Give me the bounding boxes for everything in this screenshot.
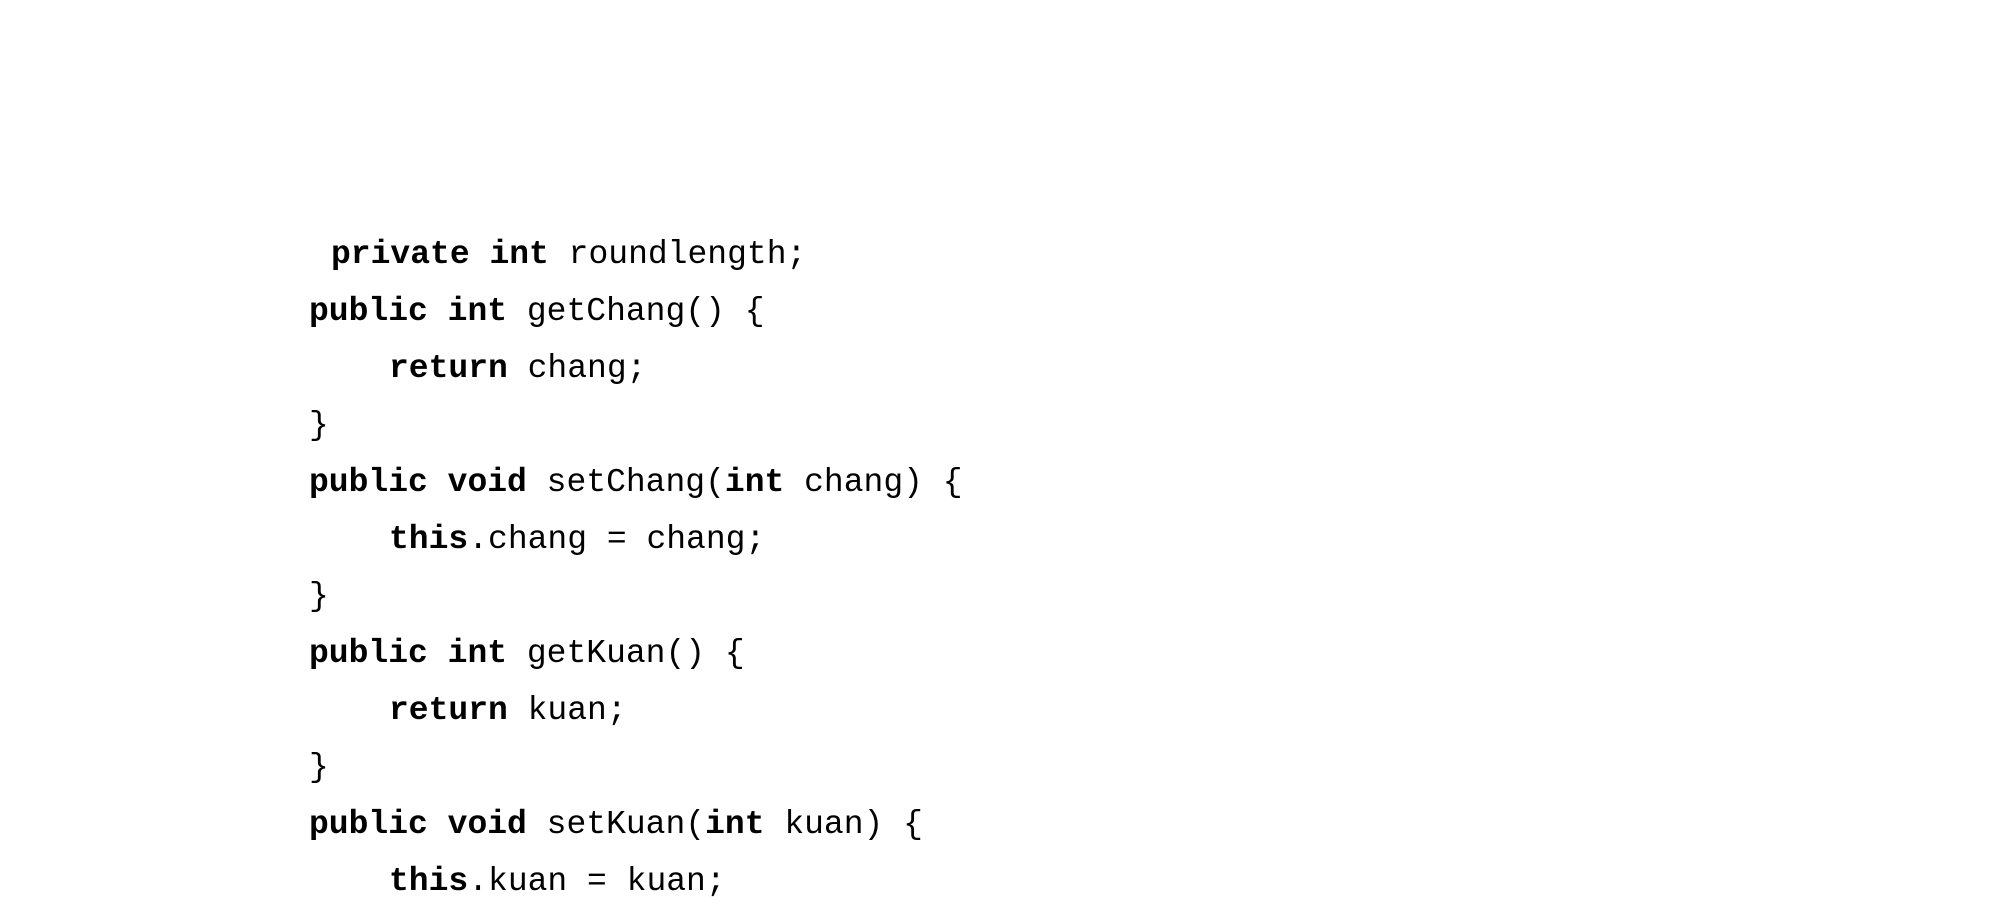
code-line: public int getChang() { [309, 283, 963, 340]
code-text: } [309, 578, 329, 615]
code-text: chang; [507, 350, 647, 387]
code-text: } [309, 749, 329, 786]
code-line: this.chang = chang; [309, 511, 963, 568]
code-text [470, 236, 490, 273]
code-line: this.kuan = kuan; [309, 853, 963, 910]
code-keyword: return [389, 692, 508, 729]
code-keyword: void [447, 806, 527, 843]
code-keyword: int [447, 293, 508, 330]
code-text: .chang = chang; [468, 521, 766, 558]
code-line: public int getKuan() { [309, 625, 963, 682]
code-keyword: void [447, 464, 527, 501]
code-line: } [309, 568, 963, 625]
code-text [428, 464, 448, 501]
code-keyword: this [389, 521, 469, 558]
code-text [428, 806, 448, 843]
code-text: } [309, 407, 329, 444]
code-text: roundlength; [548, 236, 807, 273]
code-line: public void setChang(int chang) { [309, 454, 963, 511]
code-line: private int roundlength; [309, 226, 963, 283]
code-keyword: public [309, 635, 428, 672]
code-text [428, 635, 448, 672]
code-keyword: int [489, 236, 549, 273]
code-text: kuan) { [764, 806, 923, 843]
code-line: public void setKuan(int kuan) { [309, 796, 963, 853]
code-keyword: public [309, 806, 428, 843]
code-text: .kuan = kuan; [468, 863, 726, 900]
code-keyword: this [389, 863, 469, 900]
code-text: getChang() { [507, 293, 765, 330]
code-keyword: private [331, 236, 470, 273]
code-text [428, 293, 448, 330]
code-keyword: int [724, 464, 785, 501]
code-keyword: public [309, 293, 428, 330]
code-keyword: public [309, 464, 428, 501]
code-text: chang) { [784, 464, 963, 501]
code-keyword: int [705, 806, 765, 843]
code-line: } [309, 397, 963, 454]
code-line: return kuan; [309, 682, 963, 739]
code-keyword: int [447, 635, 508, 672]
code-text: setKuan( [526, 806, 706, 843]
code-keyword: return [389, 350, 508, 387]
code-line: } [309, 739, 963, 796]
code-line: return chang; [309, 340, 963, 397]
code-block: private int roundlength;public int getCh… [309, 226, 963, 910]
code-text: setChang( [526, 464, 725, 501]
code-text: kuan; [507, 692, 627, 729]
code-text: getKuan() { [507, 635, 745, 672]
